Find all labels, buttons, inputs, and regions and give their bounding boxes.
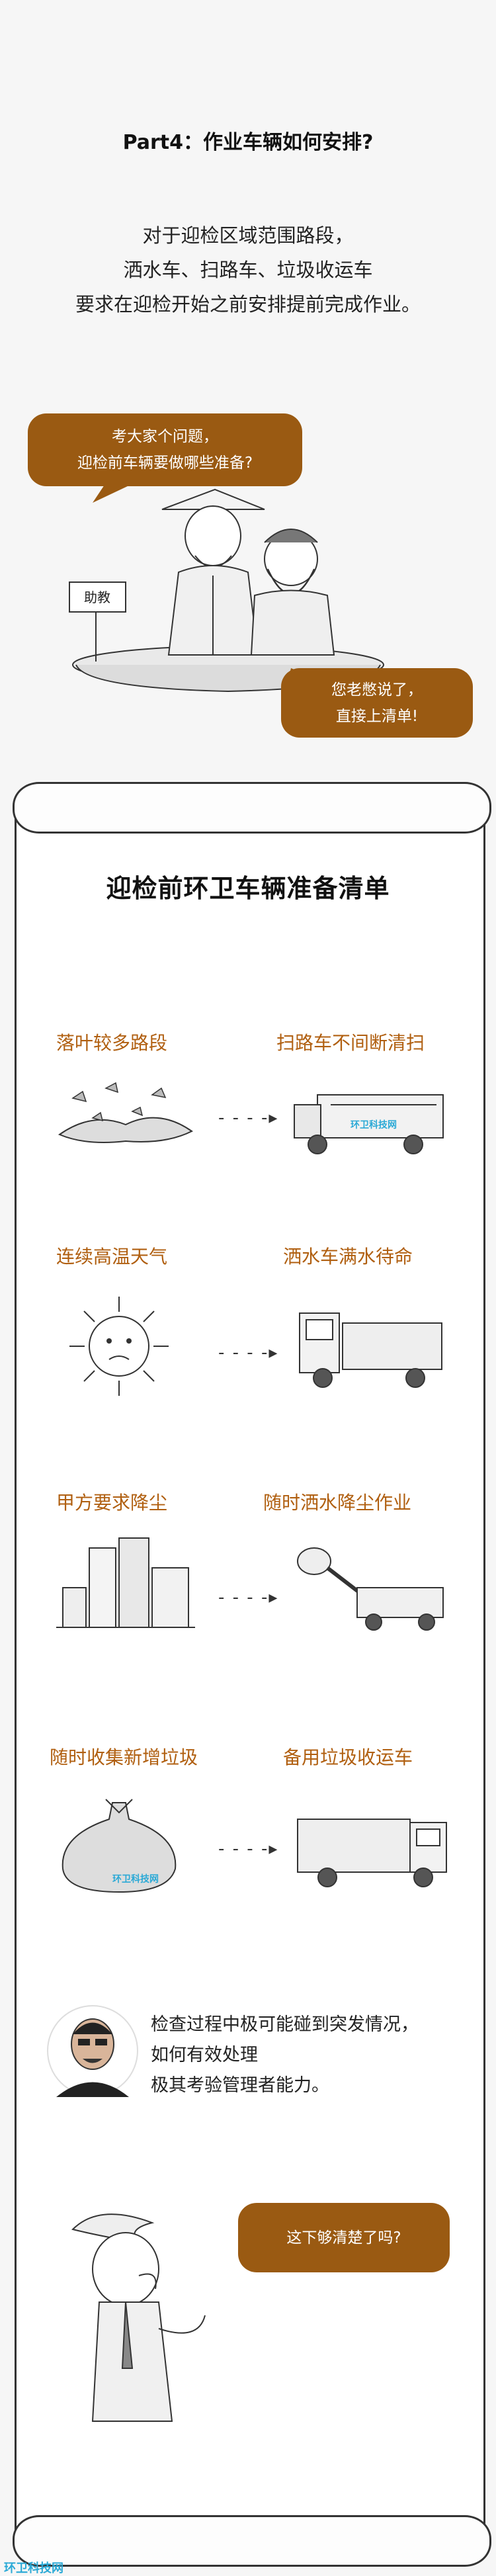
arrow-connector: - - - -▸ <box>218 1108 279 1128</box>
scroll-bottom-roll <box>13 2515 491 2567</box>
cartoon-figure-illustration <box>71 2213 206 2422</box>
note-line: 检查过程中极可能碰到突发情况， <box>151 2014 419 2035</box>
watermark: 环卫科技网 <box>112 1874 159 1885</box>
answer-line: 直接上清单! <box>335 707 419 725</box>
intro-text: 对于迎检区域范围路段， 洒水车、扫路车、垃圾收运车 要求在迎检开始之前安排提前完… <box>0 218 496 322</box>
dust-sprayer-truck-illustration <box>297 1547 444 1631</box>
final-question-text: 这下够清楚了吗? <box>286 2229 401 2247</box>
management-note: 检查过程中极可能碰到突发情况， 如何有效处理 极其考验管理者能力。 <box>151 2010 481 2101</box>
intro-line: 洒水车、扫路车、垃圾收运车 <box>123 259 373 281</box>
footer-watermark: 环卫科技网 <box>4 2561 63 2575</box>
watermark: 环卫科技网 <box>351 1120 397 1131</box>
action-label: 洒水车满水待命 <box>283 1246 413 1267</box>
action-label: 扫路车不间断清扫 <box>276 1032 425 1054</box>
part-title: Part4：作业车辆如何安排? <box>122 131 374 154</box>
action-label: 备用垃圾收运车 <box>283 1746 413 1768</box>
question-bubble: 考大家个问题， 迎检前车辆要做哪些准备? <box>28 413 302 486</box>
signboard-text: 助教 <box>84 589 110 605</box>
teacher-illustration: 助教 <box>69 483 384 695</box>
intro-line: 对于迎检区域范围路段， <box>142 224 354 247</box>
fallen-leaves-illustration <box>58 1082 193 1144</box>
question-line: 迎检前车辆要做哪些准备? <box>77 454 253 472</box>
answer-bubble: 您老憋说了， 直接上清单! <box>281 668 473 738</box>
arrow-connector: - - - -▸ <box>218 1839 279 1859</box>
sun-illustration <box>69 1297 169 1396</box>
final-question-bubble: 这下够清楚了吗? <box>238 2203 450 2272</box>
garbage-bag-illustration <box>62 1799 177 1893</box>
garbage-truck-illustration <box>297 1819 447 1887</box>
condition-label: 落叶较多路段 <box>56 1032 168 1054</box>
intro-line: 要求在迎检开始之前安排提前完成作业。 <box>75 293 421 316</box>
note-line: 极其考验管理者能力。 <box>151 2075 329 2096</box>
question-line: 考大家个问题， <box>112 428 218 445</box>
scroll-top-roll <box>13 782 491 834</box>
condition-label: 随时收集新增垃圾 <box>50 1746 198 1768</box>
avatar <box>47 2005 138 2097</box>
arrow-connector: - - - -▸ <box>218 1588 279 1608</box>
action-label: 随时洒水降尘作业 <box>263 1492 412 1514</box>
city-buildings-illustration <box>56 1537 195 1628</box>
condition-label: 甲方要求降尘 <box>56 1492 168 1514</box>
note-line: 如何有效处理 <box>151 2045 258 2065</box>
arrow-connector: - - - -▸ <box>218 1343 279 1363</box>
answer-line: 您老憋说了， <box>331 681 423 699</box>
water-truck-illustration <box>299 1312 442 1388</box>
street-sweeper-illustration <box>294 1094 444 1154</box>
checklist-title: 迎检前环卫车辆准备清单 <box>106 874 390 903</box>
condition-label: 连续高温天气 <box>56 1246 168 1267</box>
